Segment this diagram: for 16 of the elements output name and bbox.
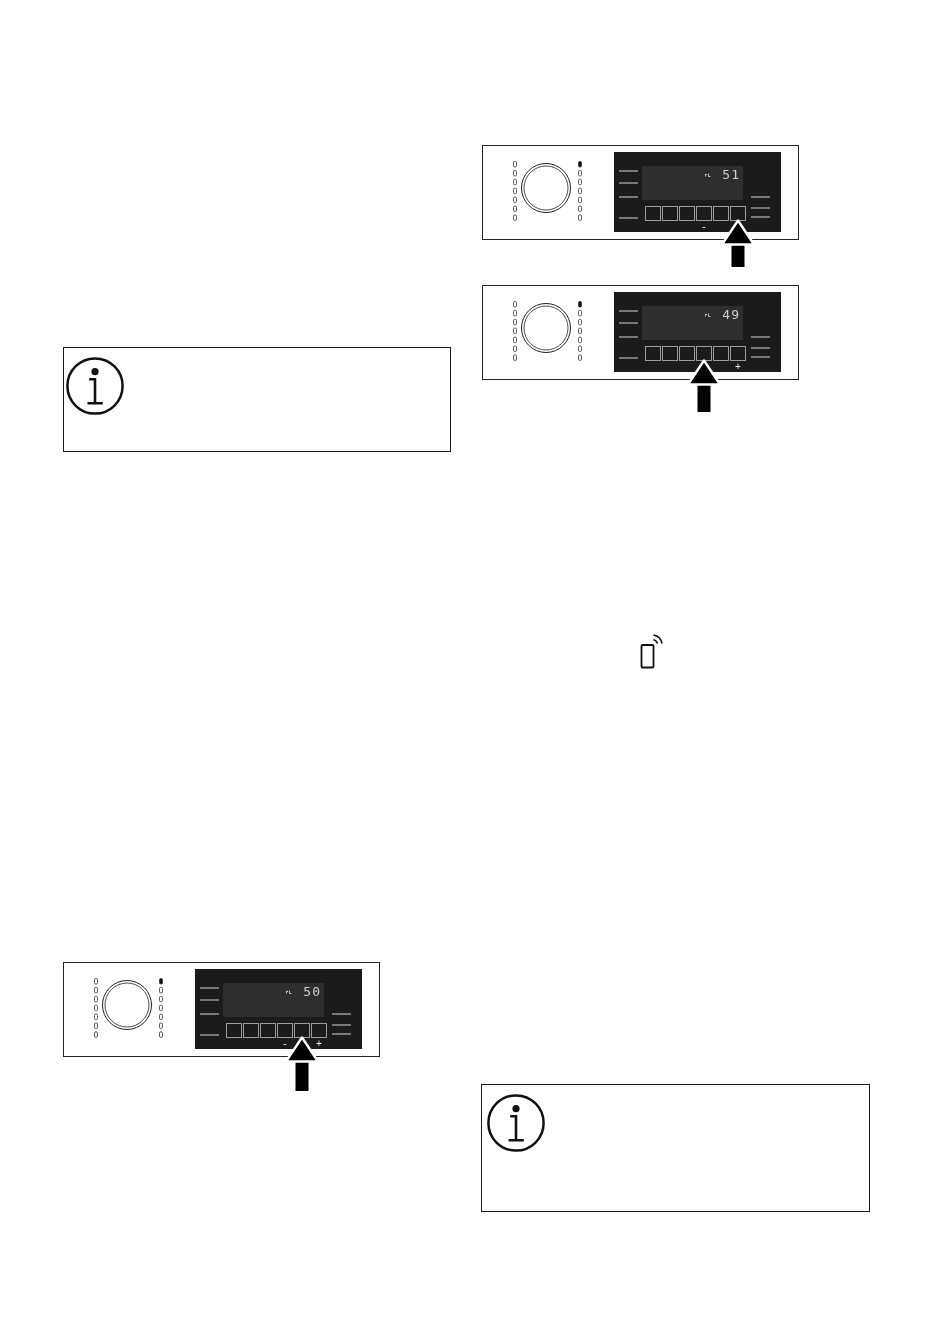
panel-key bbox=[730, 205, 746, 221]
arrow bbox=[686, 359, 722, 412]
arrow bbox=[720, 219, 756, 267]
arrow bbox=[284, 1036, 320, 1091]
control-panel bbox=[63, 962, 380, 1057]
key-label: - bbox=[283, 1038, 287, 1049]
key-label: + bbox=[735, 361, 741, 372]
key-label: - bbox=[702, 221, 706, 232]
display-reading: 51 bbox=[722, 167, 740, 181]
display-reading: 50 bbox=[303, 984, 321, 998]
control-panel bbox=[482, 285, 799, 380]
panel-key bbox=[294, 1022, 310, 1038]
display-reading: 49 bbox=[722, 307, 740, 321]
key-label: + bbox=[316, 1038, 322, 1049]
control-panel bbox=[482, 145, 799, 240]
panel-key bbox=[696, 345, 712, 361]
